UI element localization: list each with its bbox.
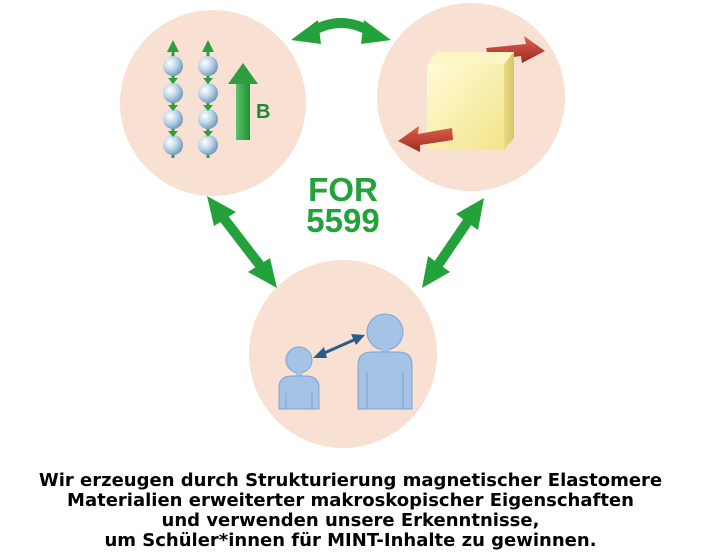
chain-left [163, 40, 183, 158]
interaction-arrow-icon [313, 334, 365, 358]
caption: Wir erzeugen durch Strukturierung magnet… [0, 471, 701, 551]
caption-line-4: um Schüler*innen für MINT-Inhalte zu gew… [104, 530, 597, 551]
field-label: B [256, 101, 270, 123]
caption-line-2: Materialien erweiterter makroskopischer … [67, 490, 634, 511]
caption-line-1: Wir erzeugen durch Strukturierung magnet… [38, 470, 663, 491]
cube-side [504, 52, 514, 150]
teacher-student-icon [278, 313, 413, 410]
double-arrow-right-icon [422, 198, 484, 288]
magnetic-field-arrow-icon [228, 63, 258, 140]
cube-front [427, 64, 504, 150]
double-arrow-top-icon [291, 18, 391, 44]
magnetic-chains-icon: B [163, 40, 270, 158]
project-label-line-1: FOR [308, 171, 378, 208]
research-cycle-diagram: B [120, 3, 565, 448]
caption-line-3: und verwenden unsere Erkenntnisse, [161, 510, 540, 531]
project-label-line-2: 5599 [306, 202, 380, 239]
double-arrow-left-icon [207, 196, 277, 288]
cube-top [427, 52, 514, 64]
chain-right [198, 40, 218, 158]
teacher-figure [357, 313, 413, 410]
outreach-circle [249, 260, 437, 448]
deforming-cube-icon [398, 36, 545, 152]
force-arrow-bottom-icon [398, 126, 453, 152]
magnetic-chains-circle [120, 10, 306, 196]
student-figure [278, 346, 320, 410]
project-label: FOR 5599 [278, 171, 408, 239]
